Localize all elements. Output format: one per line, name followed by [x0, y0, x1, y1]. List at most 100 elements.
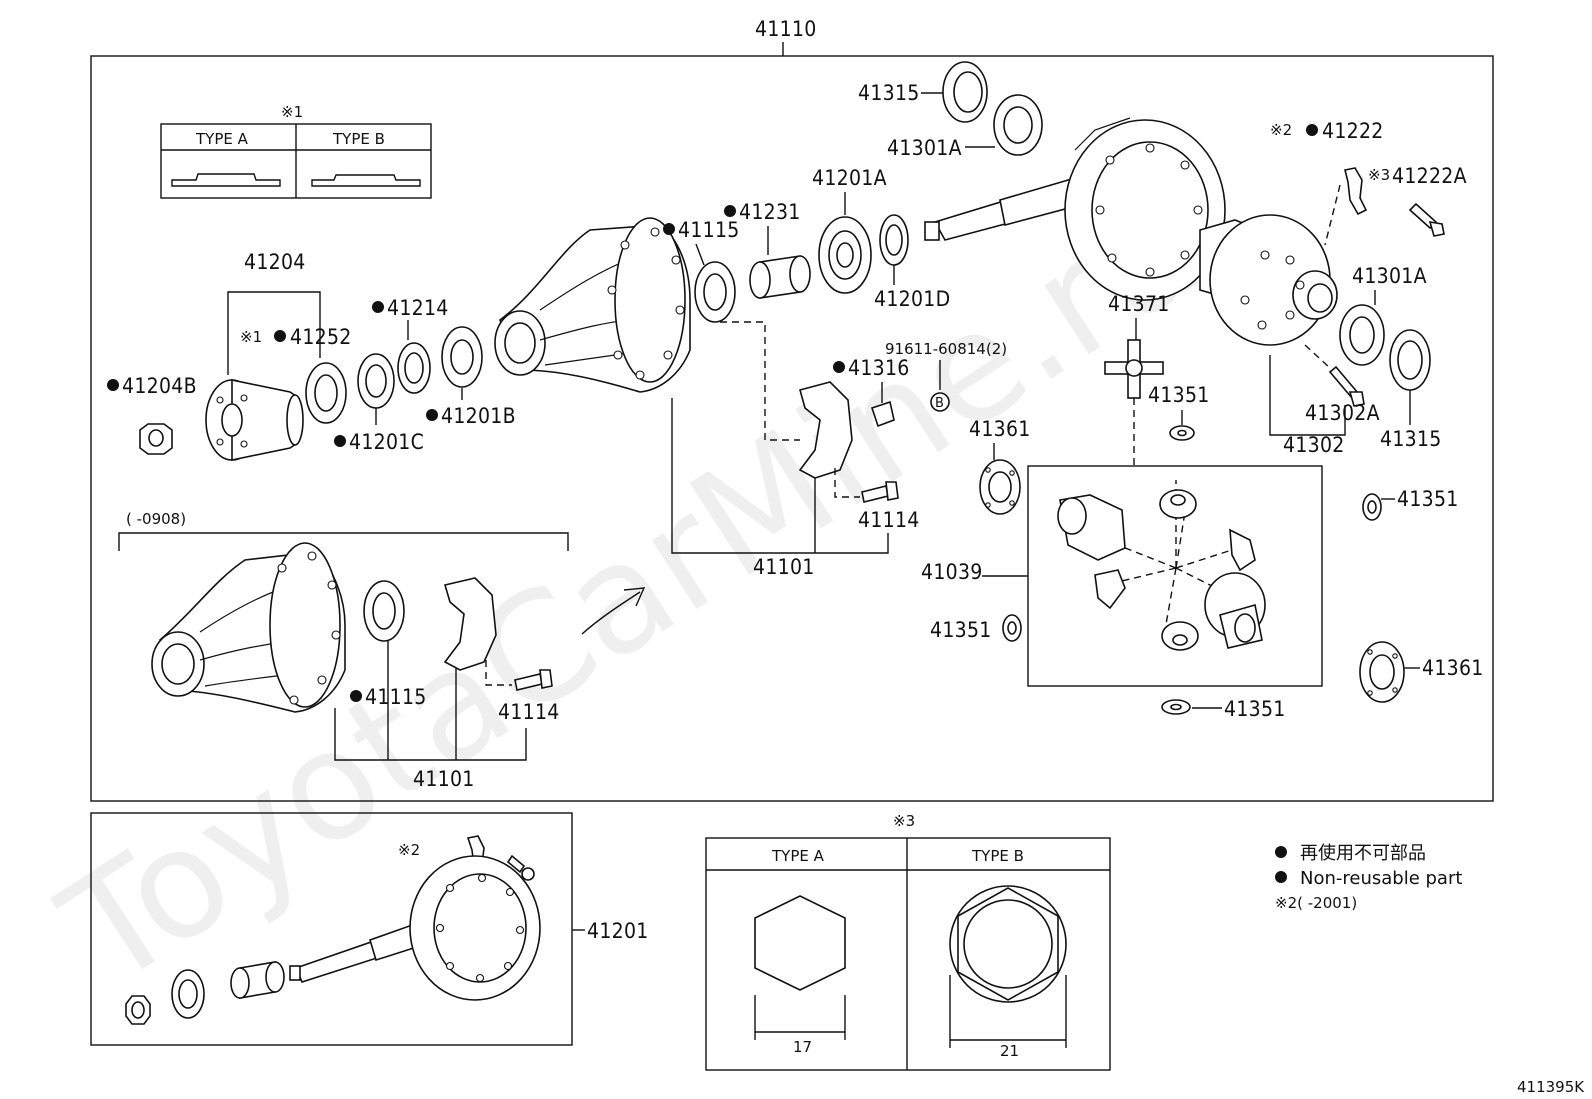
- legend-en: Non-reusable part: [1300, 868, 1462, 889]
- inset-range: ( -0908): [126, 510, 186, 528]
- ring-gear-bolt: [1328, 365, 1365, 407]
- thrust-washer-b: [1359, 641, 1405, 703]
- side-gear-right: [1204, 572, 1266, 649]
- washer-41201D: [879, 214, 909, 266]
- label-41222: 41222: [1322, 119, 1384, 143]
- hex-bolt-type-b: [949, 885, 1067, 1048]
- label-41301A-right: 41301A: [1352, 264, 1427, 288]
- thrust-washer-a: [979, 459, 1021, 515]
- label-41361-a: 41361: [969, 417, 1031, 441]
- direction-arrow: [581, 587, 646, 635]
- label-41302A: 41302A: [1305, 401, 1380, 425]
- seal-lower: [171, 969, 205, 1019]
- hex-bolt-type-a: [754, 895, 846, 1040]
- label-41351-c: 41351: [930, 618, 992, 642]
- dim-type-a: 17: [793, 1038, 812, 1056]
- label-41039: 41039: [921, 560, 983, 584]
- label-41222-mark: ※2: [1270, 121, 1292, 139]
- adjusting-nut-right: [1389, 329, 1431, 391]
- pinion-gear-right: [1229, 528, 1256, 572]
- legend-dot-en: [1275, 871, 1287, 883]
- differential-case: [1199, 214, 1338, 346]
- label-41351-a: 41351: [1148, 383, 1210, 407]
- ring-gear-pinion: [924, 117, 1226, 301]
- label-41115-inset: 41115: [365, 685, 427, 709]
- label-41115: 41115: [678, 218, 740, 242]
- label-41351-b: 41351: [1397, 487, 1459, 511]
- nonreusable-dot: [107, 379, 119, 391]
- diagram-code: 411395K: [1517, 1078, 1585, 1096]
- legend-jp: 再使用不可部品: [1300, 843, 1426, 864]
- type-note-3-mark: ※3: [893, 812, 915, 830]
- spacer-41201C: [357, 353, 395, 409]
- ring-gear-pinion-lower: [289, 855, 541, 1001]
- label-41231: 41231: [739, 200, 801, 224]
- pinion-shaft-spider: [1104, 339, 1164, 399]
- b-marker-circle: [930, 392, 950, 412]
- dust-deflector: [305, 362, 347, 424]
- type-1-b-label: TYPE B: [332, 130, 385, 148]
- assembly-number: 41110: [755, 17, 817, 41]
- pinion-kit-frame: [90, 812, 573, 1046]
- type-3-a-label: TYPE A: [771, 847, 825, 865]
- label-41301A-top: 41301A: [887, 136, 962, 160]
- lower-mark-2: ※2: [398, 841, 420, 859]
- label-41222A-mark: ※3: [1368, 166, 1390, 184]
- label-41252: 41252: [290, 325, 352, 349]
- differential-carrier: [494, 217, 691, 393]
- bearing-41201B: [441, 326, 483, 388]
- main-frame: [90, 55, 1494, 802]
- bearing-cap-inset: [443, 577, 497, 671]
- label-41351-d: 41351: [1224, 697, 1286, 721]
- label-41201C: 41201C: [349, 430, 424, 454]
- pinion-gear-top: [1159, 489, 1197, 519]
- label-41101: 41101: [753, 555, 815, 579]
- cap-bolt: [861, 481, 899, 503]
- carrier-seal: [694, 261, 736, 323]
- pinion-gear-bottom: [1161, 621, 1199, 651]
- label-41114: 41114: [858, 508, 920, 532]
- legend-note-2: ※2( -2001): [1275, 894, 1357, 912]
- label-41316: 41316: [848, 356, 910, 380]
- adjusting-nut-top: [942, 61, 988, 123]
- type-3-b-label: TYPE B: [971, 847, 1024, 865]
- carrier-inset: [151, 542, 346, 713]
- label-41201D: 41201D: [874, 287, 950, 311]
- label-41361-b: 41361: [1422, 656, 1484, 680]
- bearing-41201A: [818, 216, 872, 294]
- side-bearing-right: [1339, 304, 1385, 366]
- cap-bolt-inset: [514, 669, 553, 691]
- label-41101-inset: 41101: [413, 767, 475, 791]
- side-washer-right: [1362, 493, 1382, 521]
- type-1-a-label: TYPE A: [195, 130, 249, 148]
- type-note-1-mark: ※1: [281, 103, 303, 121]
- bearing-spacer: [749, 255, 811, 299]
- label-41201: 41201: [587, 919, 649, 943]
- label-41201A: 41201A: [812, 166, 887, 190]
- side-gear-left: [1057, 494, 1126, 561]
- adjusting-lock: [870, 400, 895, 428]
- oil-seal: [397, 342, 431, 394]
- label-41222A: 41222A: [1392, 164, 1467, 188]
- label-41201B: 41201B: [441, 404, 516, 428]
- lock-bolt: [1408, 202, 1445, 237]
- pinion-washer-a: [1169, 425, 1195, 441]
- label-41204: 41204: [244, 250, 306, 274]
- label-41114-inset: 41114: [498, 700, 560, 724]
- pinion-washer-b: [1161, 699, 1191, 715]
- companion-flange: [205, 379, 304, 461]
- spacer-lower: [230, 961, 285, 999]
- side-washer-left: [1002, 614, 1022, 642]
- label-41302: 41302: [1283, 433, 1345, 457]
- label-41204B: 41204B: [122, 374, 197, 398]
- side-bearing-top: [993, 94, 1043, 156]
- label-41315-right: 41315: [1380, 427, 1442, 451]
- label-41315-top: 41315: [858, 81, 920, 105]
- label-41252-mark: ※1: [240, 328, 262, 346]
- legend-dot-jp: [1275, 846, 1287, 858]
- dim-type-b: 21: [1000, 1042, 1019, 1060]
- lock-bolt-lower: [506, 854, 535, 881]
- carrier-seal-inset: [363, 580, 405, 642]
- flange-nut: [139, 423, 173, 455]
